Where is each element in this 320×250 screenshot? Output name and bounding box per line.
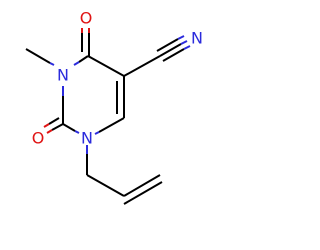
atom-label-n1: N xyxy=(81,129,93,148)
background xyxy=(0,0,250,250)
atom-label-o2: O xyxy=(32,129,45,148)
nitrile-group xyxy=(123,35,191,77)
methyl-group xyxy=(25,48,55,66)
atom-label-n3: N xyxy=(57,66,69,85)
bond-n3-ch3 xyxy=(25,48,51,64)
carbonyl-c2 xyxy=(43,117,64,134)
bond-ch2-ch xyxy=(86,174,125,197)
bond-ch-ch2 xyxy=(123,174,161,197)
bond-triple-c xyxy=(162,48,185,62)
bond-n1-c2 xyxy=(62,123,76,132)
bond-c5-cn xyxy=(123,55,161,77)
carbonyl-c4 xyxy=(81,28,90,56)
bond-triple-c-n xyxy=(183,45,191,50)
bond-n1-c2-n xyxy=(74,130,80,134)
pyrimidine-ring xyxy=(62,55,125,135)
bond-c2-o-a-o xyxy=(46,129,53,134)
bond-c6-n1 xyxy=(98,117,125,133)
bond-c2-o-b xyxy=(48,117,60,125)
bond-triple-b-n xyxy=(177,35,185,40)
bond-n3-c4 xyxy=(78,55,89,63)
bond-n3-c4-n xyxy=(73,61,80,66)
atom-label-nitrile-n: N xyxy=(191,29,203,48)
bond-n3-ch3-n xyxy=(49,62,55,66)
bond-ch-ch2-double xyxy=(123,181,163,205)
allyl-group xyxy=(86,145,163,205)
bond-triple-a-n xyxy=(180,40,188,45)
bond-c6-n1-n xyxy=(94,131,100,135)
bond-triple-b xyxy=(156,38,179,52)
bond-c2-o-b-o xyxy=(43,123,50,128)
atom-label-o4: O xyxy=(80,9,93,28)
atom-labels: N N O O N xyxy=(32,9,203,148)
bond-c2-o-a xyxy=(51,123,64,131)
bond-c4-c5 xyxy=(87,55,125,77)
bond-triple-a xyxy=(159,43,182,57)
chemical-structure: N N O O N xyxy=(0,0,250,250)
